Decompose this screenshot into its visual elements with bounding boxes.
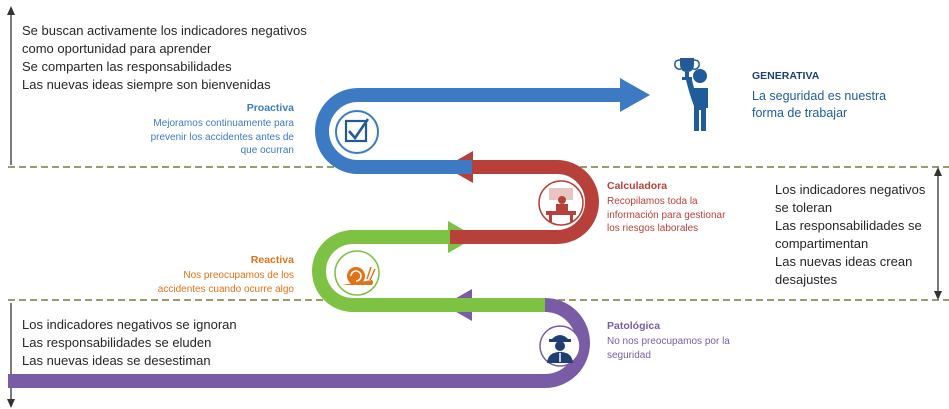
bottom-left-line: Los indicadores negativos se ignoran bbox=[22, 317, 237, 332]
bottom-left-text: Los indicadores negativos se ignoran Las… bbox=[22, 316, 237, 370]
hardhat-worker-icon bbox=[539, 325, 581, 367]
reactiva-title: Reactiva bbox=[250, 254, 294, 266]
calculadora-line: Recopilamos toda la bbox=[607, 196, 698, 207]
proactiva-arrowhead bbox=[620, 78, 650, 112]
middle-right-line: Las nuevas ideas crean bbox=[775, 254, 913, 269]
top-left-line: Se comparten las responsabilidades bbox=[22, 59, 232, 74]
generativa-line: forma de trabajar bbox=[752, 106, 848, 120]
proactiva-arrow bbox=[315, 88, 625, 174]
reactiva-desc: Nos preocupamos de los accidentes cuando… bbox=[158, 269, 294, 296]
middle-right-line: compartimentan bbox=[775, 236, 869, 251]
top-left-text: Se buscan activamente los indicadores ne… bbox=[22, 22, 307, 94]
calculadora-desc: Recopilamos toda la información para ges… bbox=[607, 195, 725, 236]
desk-worker-icon bbox=[538, 180, 584, 226]
top-left-line: como oportunidad para aprender bbox=[22, 41, 212, 56]
reactiva-arrow bbox=[312, 230, 545, 312]
middle-right-line: desajustes bbox=[775, 272, 838, 287]
reactiva-label: Reactiva Nos preocupamos de los accident… bbox=[158, 254, 294, 296]
calculadora-line: los riesgos laborales bbox=[607, 223, 699, 234]
middle-right-line: Las responsabilidades se bbox=[775, 218, 922, 233]
proactiva-label: Proactiva Mejoramos continuamente para p… bbox=[151, 102, 294, 158]
generativa-line: La seguridad es nuestra bbox=[752, 89, 887, 103]
top-left-line: Las nuevas ideas siempre son bienvenidas bbox=[22, 77, 271, 92]
top-left-line: Se buscan activamente los indicadores ne… bbox=[22, 23, 307, 38]
reactiva-line: Nos preocupamos de los bbox=[183, 270, 294, 281]
calculadora-label: Calculadora Recopilamos toda la informac… bbox=[607, 180, 725, 236]
snail-icon bbox=[334, 250, 380, 296]
bottom-range-arrow bbox=[7, 303, 15, 408]
trophy-person-icon bbox=[674, 58, 708, 131]
proactiva-line: prevenir los accidentes antes de bbox=[150, 131, 294, 143]
middle-range-arrow bbox=[934, 167, 942, 300]
generativa-label: GENERATIVA La seguridad es nuestra forma… bbox=[752, 70, 886, 122]
bottom-left-line: Las responsabilidades se eluden bbox=[22, 335, 212, 350]
proactiva-line: Mejoramos continuamente para bbox=[153, 118, 294, 129]
patologica-arrow bbox=[8, 298, 590, 388]
calculadora-arrow bbox=[450, 160, 599, 244]
middle-right-line: se toleran bbox=[775, 200, 833, 215]
patologica-line: No nos preocupamos por la bbox=[607, 336, 730, 347]
proactiva-desc: Mejoramos continuamente para prevenir lo… bbox=[151, 117, 294, 158]
patologica-desc: No nos preocupamos por la seguridad bbox=[607, 335, 730, 362]
patologica-title: Patológica bbox=[607, 320, 661, 332]
checkbox-icon bbox=[335, 110, 379, 154]
patologica-label: Patológica No nos preocupamos por la seg… bbox=[607, 320, 730, 362]
generativa-desc: La seguridad es nuestra forma de trabaja… bbox=[752, 88, 886, 122]
proactiva-line: que ocurran bbox=[240, 145, 294, 156]
calculadora-title: Calculadora bbox=[607, 180, 668, 192]
patologica-line: seguridad bbox=[607, 349, 651, 361]
generativa-title: GENERATIVA bbox=[752, 70, 820, 82]
middle-right-text: Los indicadores negativos se toleran Las… bbox=[775, 181, 925, 289]
middle-right-line: Los indicadores negativos bbox=[775, 182, 926, 197]
proactiva-title: Proactiva bbox=[246, 102, 294, 114]
calculadora-line: información para gestionar bbox=[607, 209, 726, 221]
reactiva-line: accidentes cuando ocurre algo bbox=[157, 283, 294, 295]
bottom-left-line: Las nuevas ideas se desestiman bbox=[22, 353, 211, 368]
top-range-arrow bbox=[7, 6, 15, 165]
